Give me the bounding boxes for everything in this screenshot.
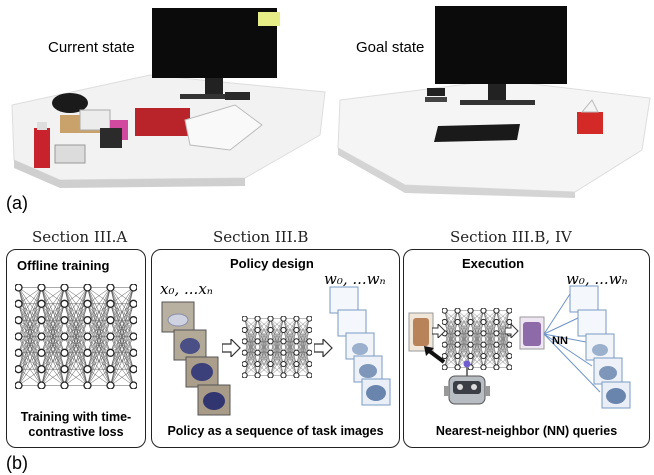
section-header-middle: Section III.B (213, 228, 309, 246)
task-image-stack (329, 286, 391, 406)
offline-training-caption: Training with time-contrastive loss (20, 410, 132, 439)
observation-image (408, 312, 434, 352)
offline-training-panel: Offline training Training with time-cont… (6, 249, 146, 448)
policy-design-panel: Policy design x₀, ...xₙ w₀, ...wₙ Policy… (151, 249, 400, 448)
execution-panel: Execution w₀, ...wₙ (403, 249, 650, 448)
execution-caption: Nearest-neighbor (NN) queries (435, 424, 618, 438)
policy-design-caption: Policy as a sequence of task images (167, 424, 384, 438)
policy-network-diagram (242, 316, 312, 378)
neural-network-diagram (15, 284, 137, 389)
policy-design-title: Policy design (230, 256, 314, 271)
arrow-icon (432, 324, 446, 338)
section-header-right: Section III.B, IV (450, 228, 572, 246)
section-header-left: Section III.A (32, 228, 128, 246)
current-state-label: Current state (48, 39, 135, 56)
embedding-image (519, 316, 545, 350)
nn-query-lines (543, 285, 631, 409)
figure-label-a: (a) (6, 193, 28, 213)
goal-state-photo (330, 0, 654, 200)
execution-output-math: w₀, ...wₙ (566, 270, 628, 288)
execution-network-diagram (442, 308, 512, 370)
execution-title: Execution (462, 256, 525, 271)
arrow-icon (222, 339, 241, 357)
nn-label: NN (552, 335, 568, 347)
offline-training-title: Offline training (17, 258, 110, 273)
goal-state-label: Goal state (356, 39, 425, 56)
current-state-photo (0, 0, 330, 200)
robot-icon (424, 346, 490, 405)
input-image-stack (161, 301, 231, 416)
policy-output-math: w₀, ...wₙ (324, 270, 386, 288)
arrow-icon (505, 324, 519, 338)
arrow-icon (314, 339, 333, 357)
policy-input-math: x₀, ...xₙ (160, 280, 213, 298)
figure-label-b: (b) (6, 453, 28, 473)
